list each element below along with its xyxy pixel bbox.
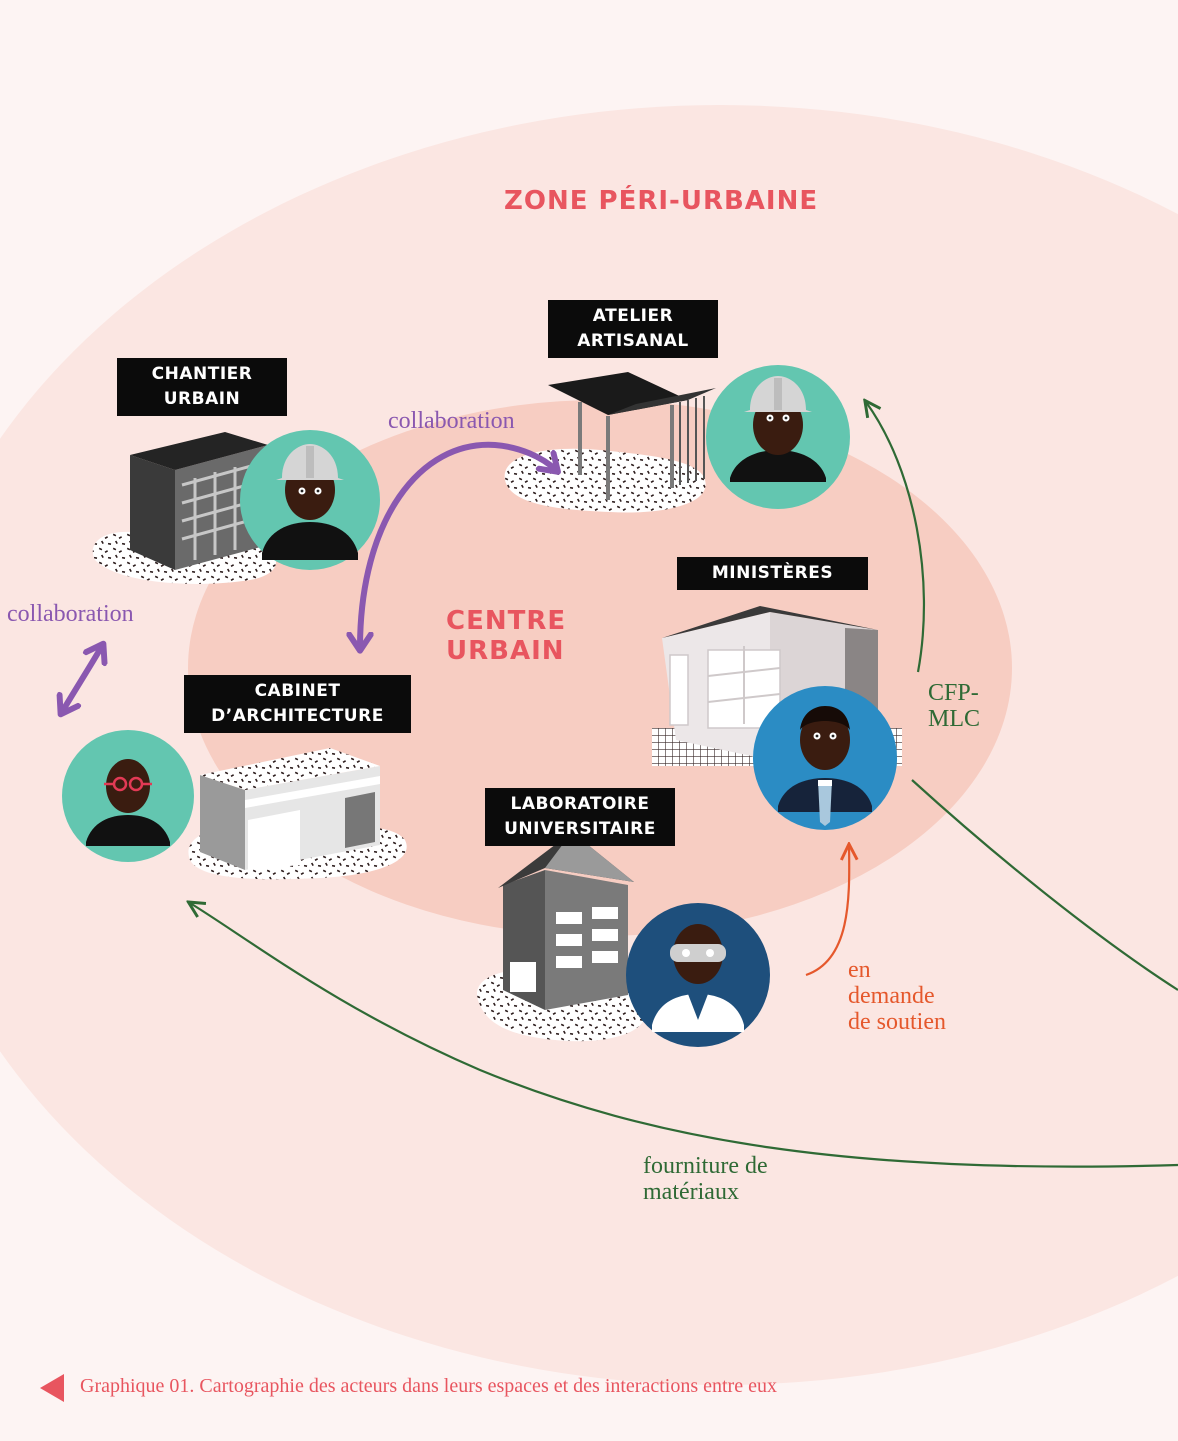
- cfp-line: CFP-: [928, 680, 979, 706]
- badge-line: CABINET: [254, 681, 341, 701]
- cabinet-badge: CABINET D’ARCHITECTURE: [184, 675, 411, 733]
- collaboration-label-top: collaboration: [388, 408, 515, 434]
- badge-line: ARTISANAL: [577, 331, 689, 351]
- centre-urbain-line: URBAIN: [446, 636, 565, 666]
- centre-urbain-title: CENTRE URBAIN: [446, 606, 606, 666]
- collaboration-arrow-top: [360, 441, 556, 648]
- laboratoire-building: [476, 832, 646, 1042]
- figure-caption: Graphique 01. Cartographie des acteurs d…: [40, 1374, 900, 1402]
- cfp-line: MLC: [928, 706, 981, 732]
- soutien-line: demande: [848, 983, 935, 1009]
- peri-urbaine-title: ZONE PÉRI-URBAINE: [504, 186, 819, 216]
- caption-marker-icon: [40, 1374, 64, 1402]
- fourniture-label: fourniture de matériaux: [643, 1153, 768, 1205]
- fourniture-line: matériaux: [643, 1179, 739, 1205]
- badge-line: CHANTIER: [151, 364, 253, 384]
- researcher-icon: [626, 903, 770, 1047]
- soutien-arrow: [805, 846, 849, 977]
- badge-line: D’ARCHITECTURE: [211, 706, 384, 726]
- chantier-badge: CHANTIER URBAIN: [117, 358, 287, 416]
- construction-worker-icon: [240, 430, 380, 570]
- collaboration-label-left: collaboration: [7, 601, 134, 627]
- atelier-badge: ATELIER ARTISANAL: [548, 300, 718, 358]
- official-icon: [753, 686, 897, 830]
- collaboration-arrow-left: [62, 646, 102, 712]
- badge-line: ATELIER: [592, 306, 674, 326]
- construction-worker-icon: [706, 365, 850, 509]
- caption-text: Graphique 01. Cartographie des acteurs d…: [80, 1375, 777, 1397]
- soutien-label: en demande de soutien: [848, 957, 946, 1035]
- soutien-line: de soutien: [848, 1009, 946, 1035]
- badge-line: LABORATOIRE: [510, 794, 650, 814]
- cfp-mlc-arrow: [866, 402, 926, 673]
- laboratoire-badge: LABORATOIRE UNIVERSITAIRE: [485, 788, 675, 846]
- badge-line: UNIVERSITAIRE: [504, 819, 656, 839]
- badge-line: MINISTÈRES: [711, 563, 834, 583]
- soutien-line: en: [848, 957, 871, 983]
- cfp-mlc-label: CFP- MLC: [928, 680, 980, 732]
- fourniture-line: fourniture de: [643, 1153, 768, 1179]
- cabinet-building: [188, 748, 407, 880]
- architect-icon: [62, 730, 194, 862]
- ministry-link-line: [911, 779, 1178, 991]
- centre-urbain-line: CENTRE: [446, 606, 567, 636]
- ministeres-badge: MINISTÈRES: [677, 557, 868, 590]
- fourniture-arrow: [190, 903, 1178, 1168]
- badge-line: URBAIN: [163, 389, 241, 409]
